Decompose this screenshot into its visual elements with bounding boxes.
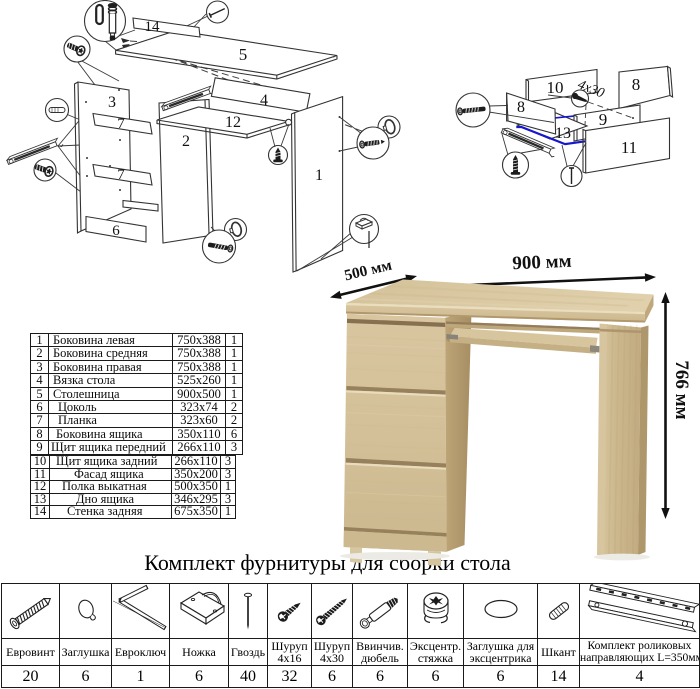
svg-text:10: 10 — [547, 78, 564, 97]
svg-text:8: 8 — [632, 75, 641, 94]
svg-text:14: 14 — [145, 19, 161, 35]
svg-text:500 мм: 500 мм — [343, 256, 394, 284]
svg-text:12: 12 — [225, 114, 241, 131]
svg-text:900 мм: 900 мм — [512, 251, 572, 275]
svg-text:13: 13 — [555, 125, 571, 142]
svg-text:7: 7 — [117, 116, 125, 132]
svg-text:3: 3 — [108, 94, 116, 111]
svg-text:5: 5 — [239, 45, 248, 64]
svg-text:1: 1 — [315, 167, 323, 184]
svg-text:766 мм: 766 мм — [671, 360, 692, 419]
svg-text:4: 4 — [260, 92, 268, 109]
svg-text:2: 2 — [182, 133, 190, 150]
svg-text:9: 9 — [599, 110, 608, 129]
svg-text:7: 7 — [117, 167, 125, 183]
svg-text:8: 8 — [517, 99, 525, 116]
svg-text:6: 6 — [112, 223, 120, 239]
svg-text:11: 11 — [621, 138, 637, 157]
